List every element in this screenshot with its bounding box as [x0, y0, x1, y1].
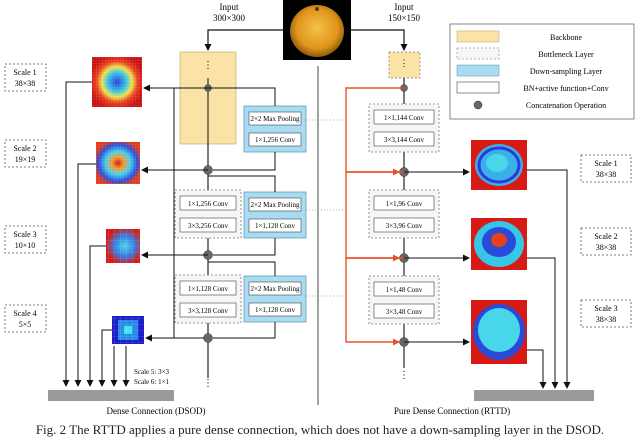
svg-text:⋮: ⋮	[203, 378, 213, 389]
svg-text:38×38: 38×38	[15, 79, 36, 88]
figure-caption: Fig. 2 The RTTD applies a pure dense con…	[35, 422, 605, 437]
svg-text:1×1,256 Conv: 1×1,256 Conv	[188, 200, 229, 208]
svg-text:⋮: ⋮	[122, 353, 130, 362]
right-scale-1: Scale 1 38×38	[580, 154, 632, 183]
right-bottleneck-2: 1×1,96 Conv 3×3,96 Conv	[368, 189, 440, 239]
svg-text:1×1,96 Conv: 1×1,96 Conv	[386, 200, 423, 208]
svg-text:Concatenation Operation: Concatenation Operation	[526, 101, 606, 110]
svg-text:Scale 2: Scale 2	[594, 232, 617, 241]
left-base-bar	[48, 390, 174, 401]
svg-text:Backbone: Backbone	[550, 33, 582, 42]
svg-text:Down-sampling Layer: Down-sampling Layer	[530, 67, 603, 76]
right-heatmap-1	[471, 140, 527, 190]
left-heatmap-4	[112, 316, 144, 344]
right-scale-2: Scale 2 38×38	[580, 227, 632, 256]
svg-text:2×2 Max Pooling: 2×2 Max Pooling	[250, 201, 300, 209]
svg-text:3×3,144 Conv: 3×3,144 Conv	[384, 136, 425, 144]
right-heatmap-3	[471, 300, 527, 364]
svg-text:Scale 3: Scale 3	[13, 230, 36, 239]
svg-text:Scale 3: Scale 3	[594, 304, 617, 313]
left-input-label: Input	[220, 2, 239, 12]
svg-text:1×1,128 Conv: 1×1,128 Conv	[255, 222, 296, 230]
svg-text:Scale 1: Scale 1	[594, 159, 617, 168]
right-heatmap-2	[471, 218, 527, 270]
right-base-bar	[474, 390, 594, 401]
input-image	[283, 0, 351, 60]
svg-text:10×10: 10×10	[15, 241, 36, 250]
svg-text:3×3,256 Conv: 3×3,256 Conv	[188, 222, 229, 230]
svg-text:⋮: ⋮	[399, 370, 409, 381]
architecture-diagram: Input 300×300 Input 150×150 Scale 1 38×3…	[4, 0, 635, 416]
svg-text:38×38: 38×38	[596, 315, 617, 324]
right-input-label: Input	[395, 2, 414, 12]
legend-swatch-downsample	[456, 64, 500, 77]
svg-text:⋮: ⋮	[400, 58, 409, 68]
right-bottleneck-1: 1×1,144 Conv 3×3,144 Conv	[368, 103, 440, 153]
svg-text:⋮: ⋮	[110, 353, 118, 362]
svg-text:5×5: 5×5	[19, 320, 32, 329]
left-scale-2: Scale 2 19×19	[4, 139, 47, 168]
left-downsample-2: 2×2 Max Pooling 1×1,128 Conv	[243, 191, 307, 239]
svg-text:1×1,128 Conv: 1×1,128 Conv	[188, 285, 229, 293]
right-input-size: 150×150	[388, 13, 421, 23]
svg-text:Scale 2: Scale 2	[13, 144, 36, 153]
svg-text:2×2 Max Pooling: 2×2 Max Pooling	[250, 285, 300, 293]
legend-swatch-bottleneck	[456, 47, 500, 60]
svg-text:1×1,256 Conv: 1×1,256 Conv	[255, 136, 296, 144]
svg-text:3×3,48 Conv: 3×3,48 Conv	[386, 308, 423, 316]
left-bottleneck-2: 1×1,128 Conv 3×3,128 Conv	[174, 274, 242, 324]
legend: Backbone Bottleneck Layer Down-sampling …	[449, 23, 635, 120]
svg-text:⋮: ⋮	[203, 60, 213, 71]
svg-text:3×3,128 Conv: 3×3,128 Conv	[188, 307, 229, 315]
left-input-size: 300×300	[213, 13, 246, 23]
left-scale-4: Scale 4 5×5	[4, 304, 47, 333]
left-heatmap-1	[92, 57, 142, 107]
right-bottleneck-3: 1×1,48 Conv 3×3,48 Conv	[368, 275, 440, 325]
left-heatmap-2	[96, 142, 140, 184]
extra-scale-6: Scale 6: 1×1	[134, 378, 170, 386]
left-downsample-3: 2×2 Max Pooling 1×1,128 Conv	[243, 275, 307, 323]
svg-text:1×1,128 Conv: 1×1,128 Conv	[255, 306, 296, 314]
svg-text:19×19: 19×19	[15, 155, 36, 164]
svg-text:Scale 4: Scale 4	[13, 309, 36, 318]
extra-scale-5: Scale 5: 3×3	[134, 368, 170, 376]
legend-swatch-backbone	[456, 30, 500, 43]
svg-text:38×38: 38×38	[596, 243, 617, 252]
legend-swatch-conv	[456, 81, 500, 94]
left-bottleneck-1: 1×1,256 Conv 3×3,256 Conv	[174, 189, 242, 239]
right-backbone	[388, 51, 421, 79]
legend-concat-icon	[473, 100, 483, 110]
svg-text:BN+active function+Conv: BN+active function+Conv	[523, 84, 608, 93]
svg-text:Scale 1: Scale 1	[13, 68, 36, 77]
svg-text:2×2 Max Pooling: 2×2 Max Pooling	[250, 115, 300, 123]
svg-text:1×1,144 Conv: 1×1,144 Conv	[384, 114, 425, 122]
left-scale-3: Scale 3 10×10	[4, 225, 47, 254]
svg-text:38×38: 38×38	[596, 170, 617, 179]
svg-text:3×3,96 Conv: 3×3,96 Conv	[386, 222, 423, 230]
left-title: Dense Connection (DSOD)	[107, 406, 206, 416]
left-heatmap-3	[106, 229, 140, 263]
svg-text:1×1,48 Conv: 1×1,48 Conv	[386, 286, 423, 294]
svg-text:Bottleneck Layer: Bottleneck Layer	[538, 50, 594, 59]
right-scale-3: Scale 3 38×38	[580, 299, 632, 328]
left-scale-1: Scale 1 38×38	[4, 63, 47, 92]
right-title: Pure Dense Connection (RTTD)	[394, 406, 510, 416]
left-downsample-1: 2×2 Max Pooling 1×1,256 Conv	[243, 105, 307, 153]
